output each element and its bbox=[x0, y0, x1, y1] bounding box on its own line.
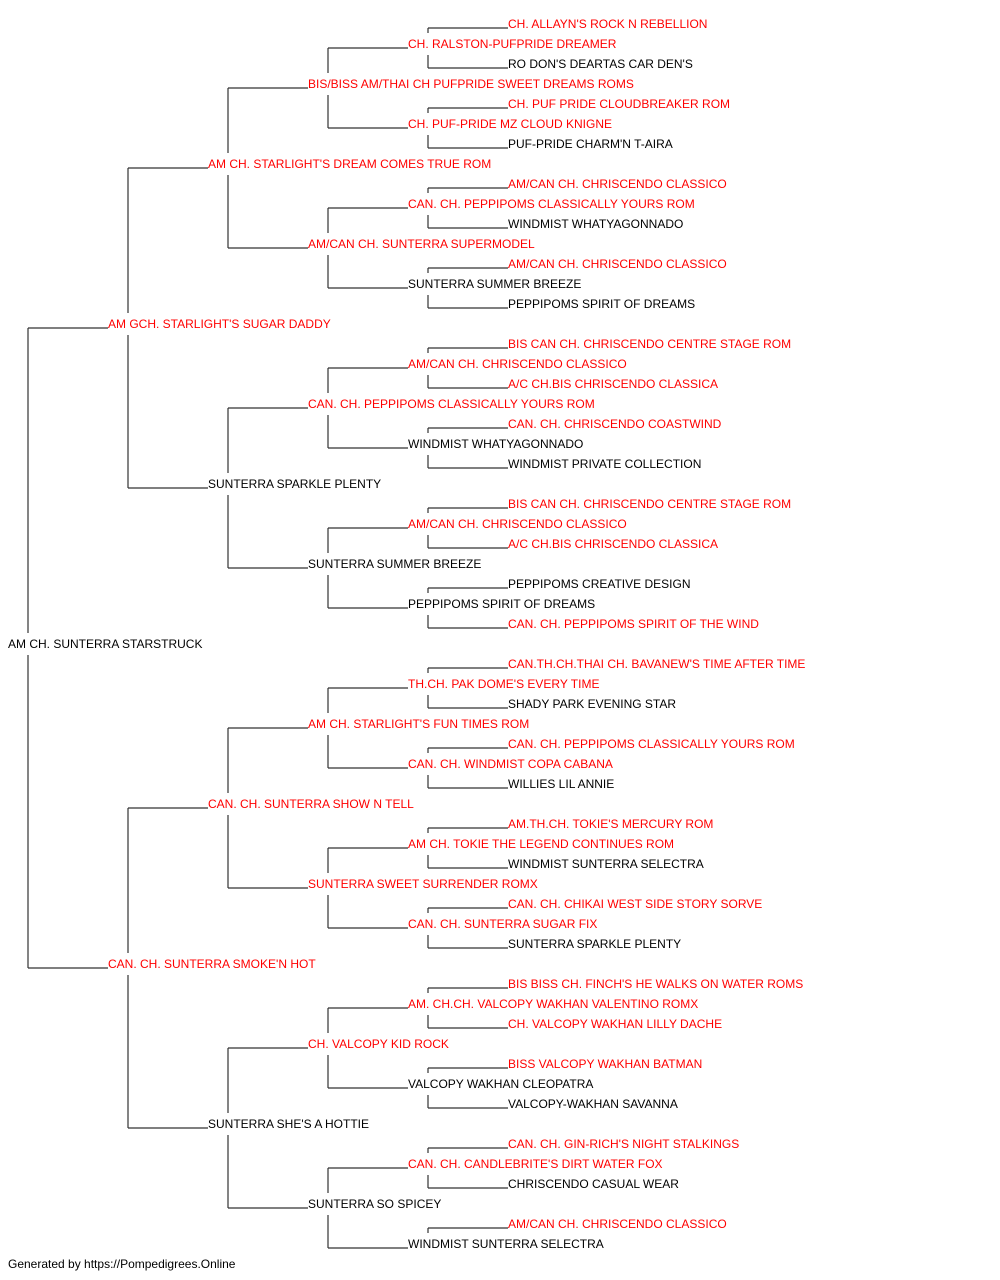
ancestor-root-dam-dam-sire-dam: VALCOPY WAKHAN CLEOPATRA bbox=[408, 1077, 593, 1091]
ancestor-root-dam-sire-sire-dam-dam: WILLIES LIL ANNIE bbox=[508, 777, 614, 791]
ancestor-root-sire-sire-sire-sire-dam: RO DON'S DEARTAS CAR DEN'S bbox=[508, 57, 693, 71]
ancestor-root-sire-dam: SUNTERRA SPARKLE PLENTY bbox=[208, 477, 381, 491]
ancestor-root-sire-dam-dam-sire-sire: BIS CAN CH. CHRISCENDO CENTRE STAGE ROM bbox=[508, 497, 791, 511]
ancestor-root-sire-dam-sire-sire-sire: BIS CAN CH. CHRISCENDO CENTRE STAGE ROM bbox=[508, 337, 791, 351]
ancestor-root-sire: AM GCH. STARLIGHT'S SUGAR DADDY bbox=[108, 317, 331, 331]
ancestor-root-sire-sire-dam-dam-dam: PEPPIPOMS SPIRIT OF DREAMS bbox=[508, 297, 695, 311]
ancestor-root-sire-dam-dam: SUNTERRA SUMMER BREEZE bbox=[308, 557, 481, 571]
ancestor-root-dam-dam-dam-sire: CAN. CH. CANDLEBRITE'S DIRT WATER FOX bbox=[408, 1157, 663, 1171]
generated-by-footer: Generated by https://Pompedigrees.Online bbox=[8, 1257, 236, 1271]
ancestor-root-dam-sire-dam-dam-dam: SUNTERRA SPARKLE PLENTY bbox=[508, 937, 681, 951]
ancestor-root-dam-sire-dam-sire-dam: WINDMIST SUNTERRA SELECTRA bbox=[508, 857, 704, 871]
ancestor-root-sire-sire-dam-dam: SUNTERRA SUMMER BREEZE bbox=[408, 277, 581, 291]
ancestor-root-sire-sire-sire-dam: CH. PUF-PRIDE MZ CLOUD KNIGNE bbox=[408, 117, 612, 131]
ancestor-root-dam-sire-dam-sire-sire: AM.TH.CH. TOKIE'S MERCURY ROM bbox=[508, 817, 713, 831]
ancestor-root-sire-dam-dam-sire-dam: A/C CH.BIS CHRISCENDO CLASSICA bbox=[508, 537, 718, 551]
ancestor-root-sire-sire-sire-dam-dam: PUF-PRIDE CHARM'N T-AIRA bbox=[508, 137, 673, 151]
ancestor-root-sire-sire-dam-dam-sire: AM/CAN CH. CHRISCENDO CLASSICO bbox=[508, 257, 727, 271]
ancestor-root-dam-dam-sire: CH. VALCOPY KID ROCK bbox=[308, 1037, 449, 1051]
ancestor-root-dam-sire-sire-sire-sire: CAN.TH.CH.THAI CH. BAVANEW'S TIME AFTER … bbox=[508, 657, 805, 671]
ancestor-root-dam-dam-dam-dam: WINDMIST SUNTERRA SELECTRA bbox=[408, 1237, 604, 1250]
ancestor-root-dam-sire-dam: SUNTERRA SWEET SURRENDER ROMX bbox=[308, 877, 538, 891]
ancestor-root-sire-dam-sire-dam-dam: WINDMIST PRIVATE COLLECTION bbox=[508, 457, 701, 471]
pedigree-tree: CH. ALLAYN'S ROCK N REBELLION RO DON'S DE… bbox=[8, 17, 805, 1250]
ancestor-root-sire-sire-sire-sire-sire: CH. ALLAYN'S ROCK N REBELLION bbox=[508, 17, 707, 31]
ancestor-root-sire-sire-dam-sire-sire: AM/CAN CH. CHRISCENDO CLASSICO bbox=[508, 177, 727, 191]
ancestor-root-dam-sire-dam-dam: CAN. CH. SUNTERRA SUGAR FIX bbox=[408, 917, 597, 931]
ancestor-root-dam-dam-dam-dam-sire: AM/CAN CH. CHRISCENDO CLASSICO bbox=[508, 1217, 727, 1231]
ancestor-root-sire-sire-sire-sire: CH. RALSTON-PUFPRIDE DREAMER bbox=[408, 37, 617, 51]
ancestor-root-sire-sire-sire-dam-sire: CH. PUF PRIDE CLOUDBREAKER ROM bbox=[508, 97, 730, 111]
ancestor-root-dam-sire-sire-sire: TH.CH. PAK DOME'S EVERY TIME bbox=[408, 677, 599, 691]
ancestor-root-sire-sire-dam-sire: CAN. CH. PEPPIPOMS CLASSICALLY YOURS ROM bbox=[408, 197, 695, 211]
ancestor-root-sire-dam-sire-dam-sire: CAN. CH. CHRISCENDO COASTWIND bbox=[508, 417, 722, 431]
ancestor-root-dam-sire-sire-sire-dam: SHADY PARK EVENING STAR bbox=[508, 697, 676, 711]
ancestor-root-dam-dam-sire-sire-dam: CH. VALCOPY WAKHAN LILLY DACHE bbox=[508, 1017, 722, 1031]
ancestor-root-sire-sire-dam: AM/CAN CH. SUNTERRA SUPERMODEL bbox=[308, 237, 535, 251]
ancestor-root-sire-sire-dam-sire-dam: WINDMIST WHATYAGONNADO bbox=[508, 217, 683, 231]
ancestor-root-sire-dam-sire-sire: AM/CAN CH. CHRISCENDO CLASSICO bbox=[408, 357, 627, 371]
ancestor-root-sire-sire-sire: BIS/BISS AM/THAI CH PUFPRIDE SWEET DREAM… bbox=[308, 77, 634, 91]
ancestor-root-sire-sire: AM CH. STARLIGHT'S DREAM COMES TRUE ROM bbox=[208, 157, 491, 171]
ancestor-root-sire-dam-sire: CAN. CH. PEPPIPOMS CLASSICALLY YOURS ROM bbox=[308, 397, 595, 411]
ancestor-root-sire-dam-sire-sire-dam: A/C CH.BIS CHRISCENDO CLASSICA bbox=[508, 377, 718, 391]
ancestor-root-sire-dam-dam-dam-dam: CAN. CH. PEPPIPOMS SPIRIT OF THE WIND bbox=[508, 617, 759, 631]
ancestor-root-dam-sire: CAN. CH. SUNTERRA SHOW N TELL bbox=[208, 797, 414, 811]
ancestor-root-dam-dam-sire-sire: AM. CH.CH. VALCOPY WAKHAN VALENTINO ROMX bbox=[408, 997, 698, 1011]
ancestor-root-dam-dam-dam-sire-sire: CAN. CH. GIN-RICH'S NIGHT STALKINGS bbox=[508, 1137, 739, 1151]
ancestor-root-sire-dam-sire-dam: WINDMIST WHATYAGONNADO bbox=[408, 437, 583, 451]
ancestor-root: AM CH. SUNTERRA STARSTRUCK bbox=[8, 637, 202, 651]
ancestor-root-sire-dam-dam-sire: AM/CAN CH. CHRISCENDO CLASSICO bbox=[408, 517, 627, 531]
ancestor-root-sire-dam-dam-dam-sire: PEPPIPOMS CREATIVE DESIGN bbox=[508, 577, 690, 591]
ancestor-root-dam-dam-dam: SUNTERRA SO SPICEY bbox=[308, 1197, 441, 1211]
ancestor-root-dam-dam: SUNTERRA SHE'S A HOTTIE bbox=[208, 1117, 369, 1131]
ancestor-root-dam-dam-dam-sire-dam: CHRISCENDO CASUAL WEAR bbox=[508, 1177, 679, 1191]
ancestor-root-dam-dam-sire-dam-dam: VALCOPY-WAKHAN SAVANNA bbox=[508, 1097, 678, 1111]
ancestor-root-dam-sire-sire: AM CH. STARLIGHT'S FUN TIMES ROM bbox=[308, 717, 529, 731]
ancestor-root-dam-sire-dam-dam-sire: CAN. CH. CHIKAI WEST SIDE STORY SORVE bbox=[508, 897, 762, 911]
ancestor-root-dam-dam-sire-dam-sire: BISS VALCOPY WAKHAN BATMAN bbox=[508, 1057, 702, 1071]
ancestor-root-dam-sire-sire-dam-sire: CAN. CH. PEPPIPOMS CLASSICALLY YOURS ROM bbox=[508, 737, 795, 751]
ancestor-root-dam-dam-sire-sire-sire: BIS BISS CH. FINCH'S HE WALKS ON WATER R… bbox=[508, 977, 803, 991]
ancestor-root-dam: CAN. CH. SUNTERRA SMOKE'N HOT bbox=[108, 957, 316, 971]
ancestor-root-dam-sire-sire-dam: CAN. CH. WINDMIST COPA CABANA bbox=[408, 757, 613, 771]
ancestor-root-sire-dam-dam-dam: PEPPIPOMS SPIRIT OF DREAMS bbox=[408, 597, 595, 611]
ancestor-root-dam-sire-dam-sire: AM CH. TOKIE THE LEGEND CONTINUES ROM bbox=[408, 837, 674, 851]
